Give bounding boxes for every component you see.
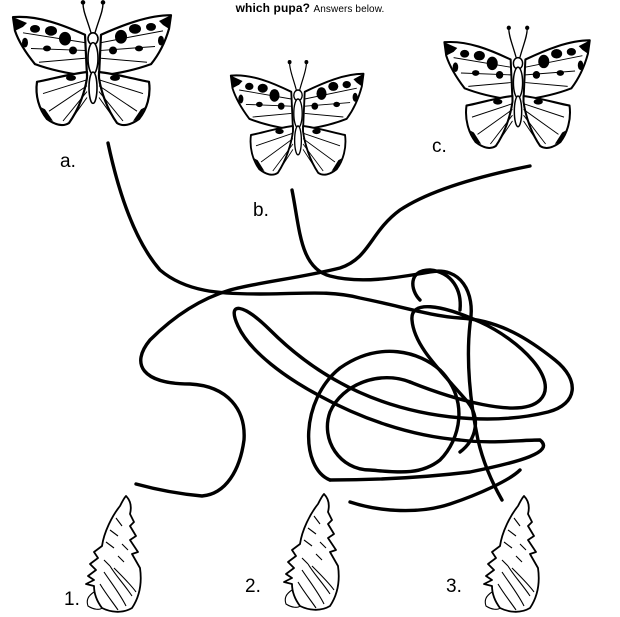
pupa-1-label: 1.	[64, 589, 80, 611]
pupa-3-image	[484, 496, 539, 612]
butterfly-a-label: a.	[60, 151, 76, 173]
butterfly-c-image	[444, 26, 589, 148]
pupa-1-image	[86, 496, 141, 612]
pupa-2-image	[284, 494, 339, 610]
butterfly-b-label: b.	[253, 200, 269, 222]
pupa-3-label: 3.	[446, 576, 462, 598]
tangled-lines	[108, 143, 572, 511]
maze-line-from-b	[292, 190, 502, 500]
butterfly-b-image	[231, 60, 364, 175]
butterfly-c-label: c.	[432, 136, 447, 158]
butterfly-a-image	[13, 0, 171, 125]
maze-line-from-a	[108, 143, 572, 480]
pupa-2-label: 2.	[245, 576, 261, 598]
